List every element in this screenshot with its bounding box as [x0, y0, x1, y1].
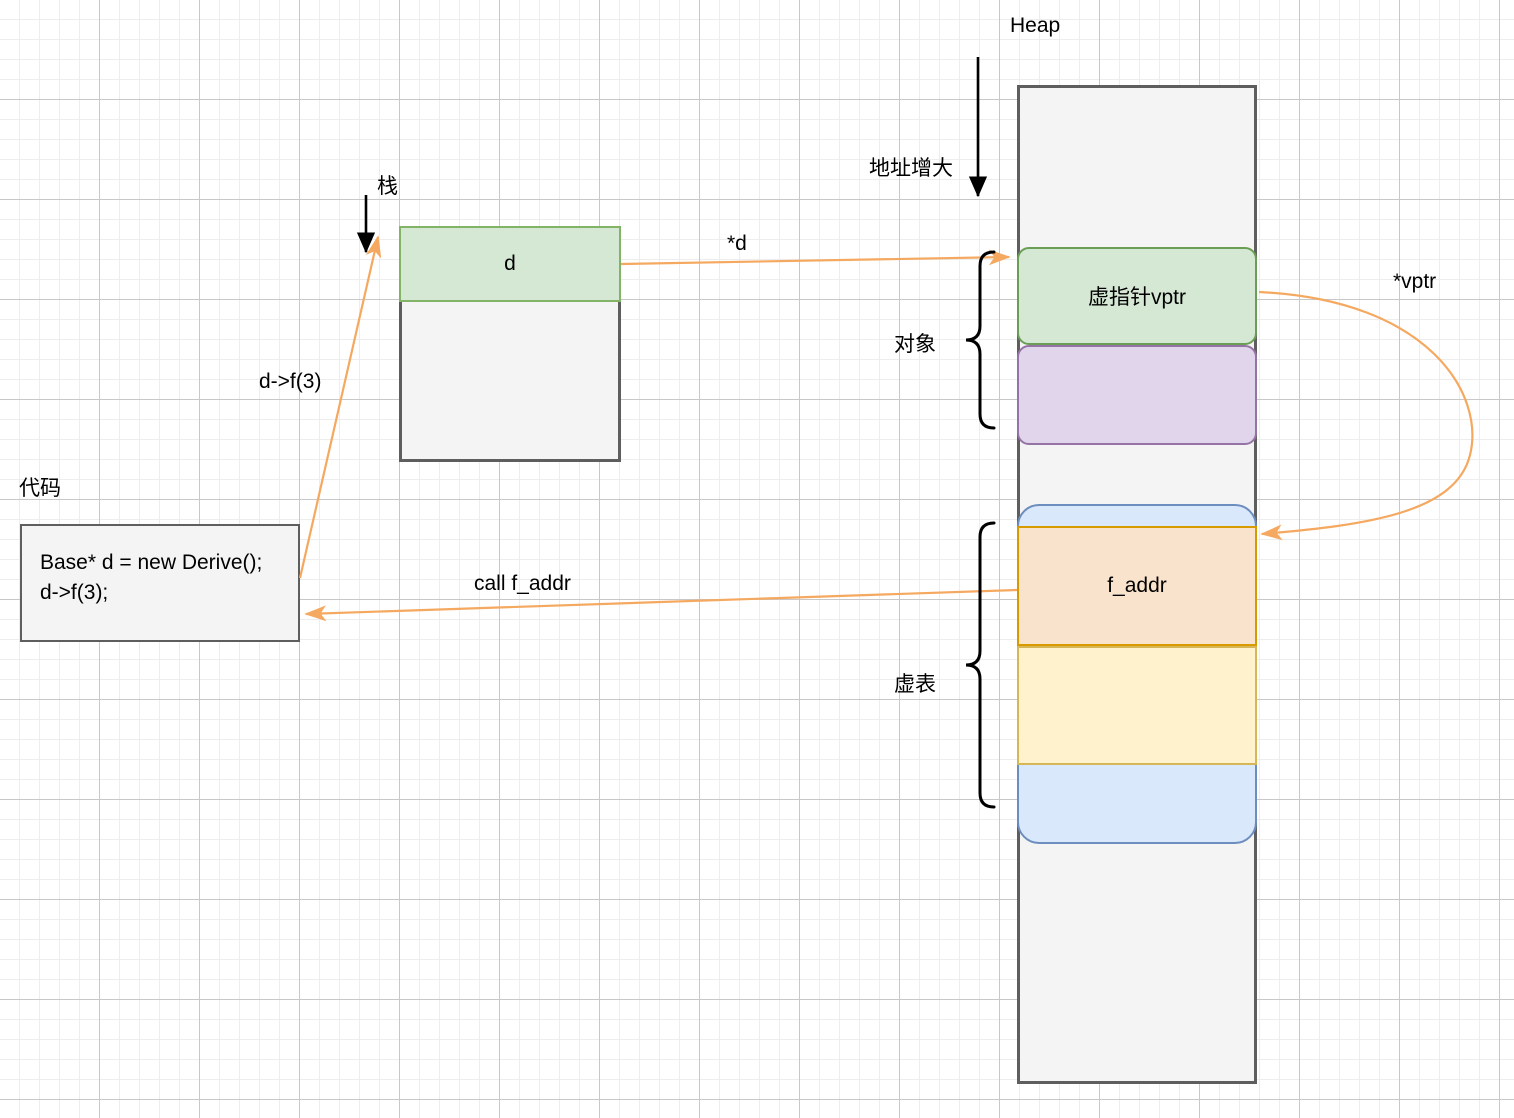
call-f-addr-arrow: [304, 588, 1018, 622]
object-brace-label: 对象: [894, 333, 936, 356]
address-grow-label: 地址增大: [869, 157, 953, 180]
stack-variable-d-slot: d: [399, 226, 621, 302]
heap-f_addr-label: f_addr: [1107, 574, 1167, 597]
d-f3-arrow: [298, 235, 382, 579]
stack-variable-d-label: d: [504, 252, 516, 275]
star-d-arrow-label: *d: [727, 232, 747, 255]
heap-vtable-slot2-block: [1017, 646, 1257, 765]
heap-vptr-block: 虚指针vptr: [1017, 247, 1257, 345]
vtable-brace-label: 虚表: [894, 673, 936, 696]
stack-title-label: 栈: [377, 175, 398, 198]
heap-title-label: Heap: [1010, 14, 1061, 37]
code-line-1: Base* d = new Derive();: [40, 551, 263, 574]
heap-members-block: [1017, 345, 1257, 445]
code-box: Base* d = new Derive(); d->f(3);: [20, 524, 300, 642]
call-f-addr-arrow-label: call f_addr: [474, 572, 571, 595]
heap-vptr-label: 虚指针vptr: [1087, 286, 1186, 309]
star-vptr-arrow: [1258, 290, 1474, 541]
object-brace: [965, 250, 996, 430]
heap-f_addr-block: f_addr: [1017, 526, 1257, 646]
vtable-brace: [965, 521, 996, 809]
star-d-arrow: [620, 249, 1011, 266]
code-line-2: d->f(3);: [40, 581, 109, 604]
d-f3-arrow-label: d->f(3): [259, 370, 322, 393]
code-title-label: 代码: [19, 477, 61, 500]
star-vptr-arrow-label: *vptr: [1393, 270, 1437, 293]
